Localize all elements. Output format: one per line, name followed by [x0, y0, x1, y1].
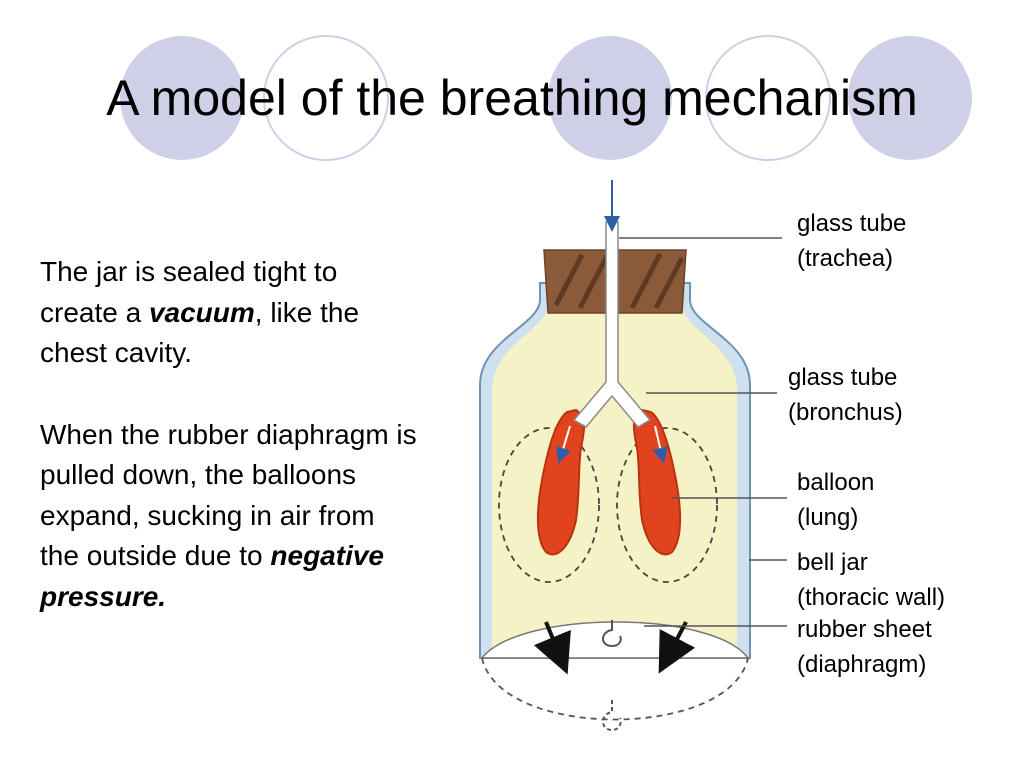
label-line: (diaphragm) — [797, 651, 927, 678]
jar-cavity — [492, 285, 737, 652]
label-line: balloon — [797, 469, 875, 496]
paragraph-diaphragm: When the rubber diaphragm is pulled down… — [40, 415, 420, 618]
label-line: rubber sheet — [797, 616, 932, 643]
emphasis-negative-pressure: negative pressure. — [40, 540, 385, 612]
label-line: bell jar — [797, 549, 868, 576]
air-arrow-left — [555, 425, 571, 464]
label-line: glass tube — [797, 210, 907, 237]
balloon-right — [632, 408, 682, 556]
deco-circle-filled — [548, 36, 672, 160]
label-line: (lung) — [797, 504, 859, 531]
label-thoracic-wall: bell jar (thoracic wall) — [797, 545, 945, 615]
label-line: (trachea) — [797, 245, 894, 272]
label-line: (bronchus) — [788, 399, 903, 426]
label-lung: balloon (lung) — [797, 465, 874, 535]
diaphragm-hook-pulled — [602, 700, 622, 732]
diaphragm-hook — [602, 620, 622, 648]
slide-title: A model of the breathing mechanism — [106, 70, 918, 126]
label-bronchus: glass tube (bronchus) — [788, 360, 903, 430]
balloon-left — [536, 408, 586, 556]
leader-lines — [619, 237, 787, 627]
emphasis-vacuum: vacuum — [148, 296, 255, 328]
deco-circle-outline — [263, 35, 389, 161]
label-trachea: glass tube (trachea) — [797, 206, 906, 276]
deco-circle-filled — [120, 36, 244, 160]
label-line: (thoracic wall) — [797, 584, 946, 611]
label-diaphragm: rubber sheet (diaphragm) — [797, 612, 932, 682]
air-arrow-right — [652, 425, 668, 464]
text-run: , like the chest cavity. — [40, 296, 360, 369]
text-run: When the rubber diaphragm is pulled down… — [40, 418, 417, 572]
glass-tube-trachea — [572, 221, 652, 428]
pull-arrow-right — [658, 621, 696, 674]
paragraph-vacuum: The jar is sealed tight to create a vacu… — [40, 252, 420, 374]
deco-circle-outline — [705, 35, 831, 161]
rubber-sheet-pulled — [481, 657, 749, 721]
label-line: glass tube — [788, 364, 898, 391]
expanded-lung-outline-right — [616, 427, 718, 583]
deco-circle-filled — [848, 36, 972, 160]
cork-stripes — [553, 252, 685, 310]
decorative-circles — [120, 35, 972, 161]
pull-arrow-left — [533, 621, 571, 675]
text-run: The jar is sealed tight to create a — [40, 256, 338, 328]
expanded-lung-outline-left — [498, 427, 600, 583]
body-text: The jar is sealed tight to create a vacu… — [40, 252, 420, 617]
